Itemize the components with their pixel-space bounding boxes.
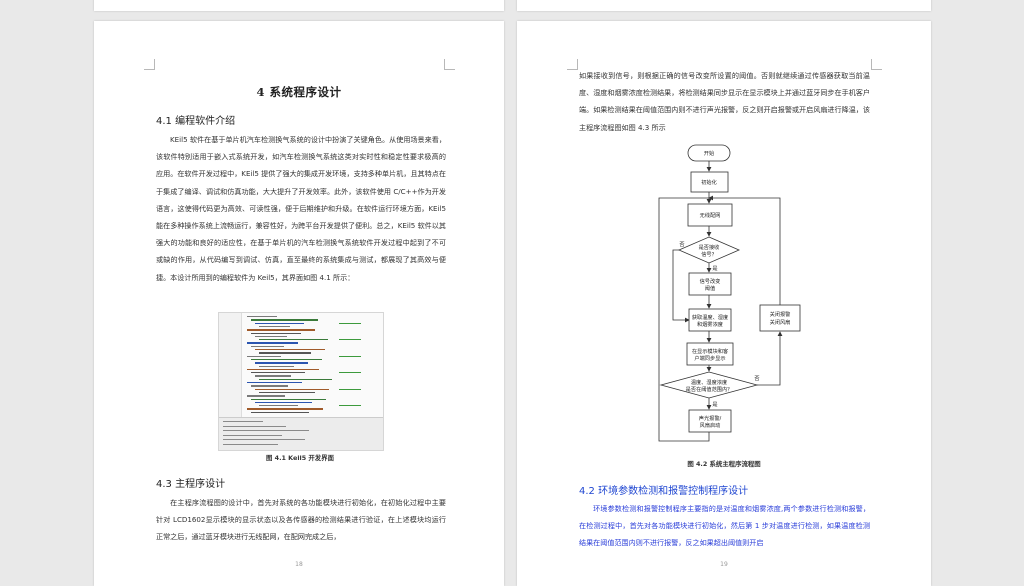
document-page-19 <box>517 21 931 586</box>
flow-acquire-node <box>688 308 732 332</box>
code-line <box>255 322 304 324</box>
flow-set-threshold-line1: 信号改变 <box>700 277 721 285</box>
flow-close-alarm-line2: 关闭风扇 <box>770 318 791 326</box>
keil5-screenshot <box>218 312 384 451</box>
section-4-1-paragraph: KEil5 软件在基于单片机汽车检测换气系统的设计中扮演了关键角色。从使用场景来… <box>156 135 446 282</box>
chapter-title: 4 系统程序设计 <box>256 85 342 99</box>
section-heading-4-2: 4.2 环境参数检测和报警控制程序设计 <box>579 486 749 497</box>
page-number-left: 18 <box>295 561 303 568</box>
code-line <box>259 365 294 367</box>
code-line <box>259 378 332 381</box>
code-line <box>255 335 287 338</box>
code-line <box>255 388 329 390</box>
code-line <box>247 368 319 371</box>
code-line <box>251 411 309 414</box>
flow-close-alarm-node <box>759 304 801 332</box>
flow-decision-range-line2: 是否在阈值范围内？ <box>686 385 733 393</box>
keil5-build-output <box>219 417 383 450</box>
flow-alarm-node <box>688 409 732 433</box>
code-line <box>247 329 315 331</box>
flow-no-label-2: 否 <box>754 375 759 382</box>
flow-display-line2: 户端同步显示 <box>694 354 725 362</box>
code-line <box>251 332 301 334</box>
code-line <box>259 325 290 328</box>
output-line <box>223 439 305 441</box>
section-4-2-paragraph: 环境参数检测和报警控制程序主要指的是对温度和烟雾浓度,两个参数进行检测和报警，在… <box>579 504 870 548</box>
output-line <box>223 443 278 445</box>
code-comment <box>339 372 361 374</box>
code-line <box>251 372 305 374</box>
code-line <box>247 316 277 318</box>
code-line <box>255 349 325 351</box>
output-line <box>223 425 286 427</box>
flow-decision-signal-line2: 信号？ <box>701 250 717 258</box>
flow-description-paragraph: 如果接收到信号，则根据正确的信号改变所设置的阈值。否则就继续通过传感器获取当前温… <box>579 71 870 132</box>
flow-alarm-line1: 声光报警/ <box>699 414 722 422</box>
code-comment <box>339 405 361 407</box>
flow-start-label: 开始 <box>704 149 715 157</box>
flow-acquire-line1: 获取温度、湿度 <box>692 313 728 321</box>
figure-4-2-caption: 图 4.2 系统主程序流程图 <box>687 460 761 468</box>
flow-alarm-line2: 风扇启动 <box>700 421 721 429</box>
flow-set-threshold-line2: 阈值 <box>705 284 715 292</box>
output-line <box>223 434 282 436</box>
output-line <box>223 421 263 423</box>
code-line <box>251 398 326 400</box>
page-number-right: 19 <box>720 561 728 568</box>
flow-display-node <box>686 342 734 366</box>
code-line <box>247 395 285 397</box>
code-line <box>251 345 284 348</box>
keil5-code-editor <box>243 313 383 417</box>
flow-display-line1: 在显示模块和客 <box>692 347 728 355</box>
section-heading-4-1: 4.1 编程软件介绍 <box>156 116 236 127</box>
flow-yes-label-1: 是 <box>712 265 717 272</box>
flow-decision-range-line1: 温度、湿度浓度 <box>691 378 727 386</box>
flow-network-node <box>687 203 733 227</box>
flow-set-threshold-node <box>688 272 732 296</box>
flow-init-label: 初始化 <box>701 178 717 186</box>
code-line <box>259 352 311 354</box>
keil5-project-tree <box>219 313 242 417</box>
margin-mark <box>444 59 455 70</box>
code-line <box>247 342 298 344</box>
flow-acquire-line2: 和烟雾浓度 <box>697 320 723 328</box>
code-line <box>255 362 308 364</box>
flow-network-label: 无线配网 <box>700 211 721 219</box>
flow-close-alarm-line1: 关闭报警 <box>770 310 791 318</box>
code-line <box>247 355 281 357</box>
code-comment <box>339 388 361 390</box>
output-line <box>223 430 309 432</box>
flow-init-node <box>690 171 729 193</box>
code-line <box>251 358 322 361</box>
code-comment <box>339 322 361 324</box>
code-line <box>259 339 328 341</box>
previous-page-left <box>94 0 504 11</box>
previous-page-right <box>517 0 931 11</box>
code-comment <box>339 355 361 357</box>
code-line <box>255 375 291 377</box>
flow-decision-signal-line1: 是否接收 <box>699 243 720 251</box>
code-line <box>259 405 298 407</box>
code-line <box>251 319 318 321</box>
flow-no-label-1: 否 <box>679 241 684 248</box>
code-line <box>251 385 288 387</box>
document-page-18 <box>94 21 504 586</box>
section-4-3-paragraph: 在主程序流程图的设计中，首先对系统的各功能模块进行初始化，在初始化过程中主要针对… <box>156 498 446 542</box>
code-line <box>247 408 323 410</box>
figure-4-1-caption: 图 4.1 Keil5 开发界面 <box>266 454 334 462</box>
flow-yes-label-2: 是 <box>712 401 717 408</box>
code-line <box>247 382 302 384</box>
margin-mark <box>144 59 155 70</box>
code-line <box>259 391 315 394</box>
section-heading-4-3: 4.3 主程序设计 <box>156 479 226 490</box>
code-comment <box>339 339 361 341</box>
code-line <box>255 401 312 404</box>
margin-mark <box>567 59 578 70</box>
margin-mark <box>871 59 882 70</box>
